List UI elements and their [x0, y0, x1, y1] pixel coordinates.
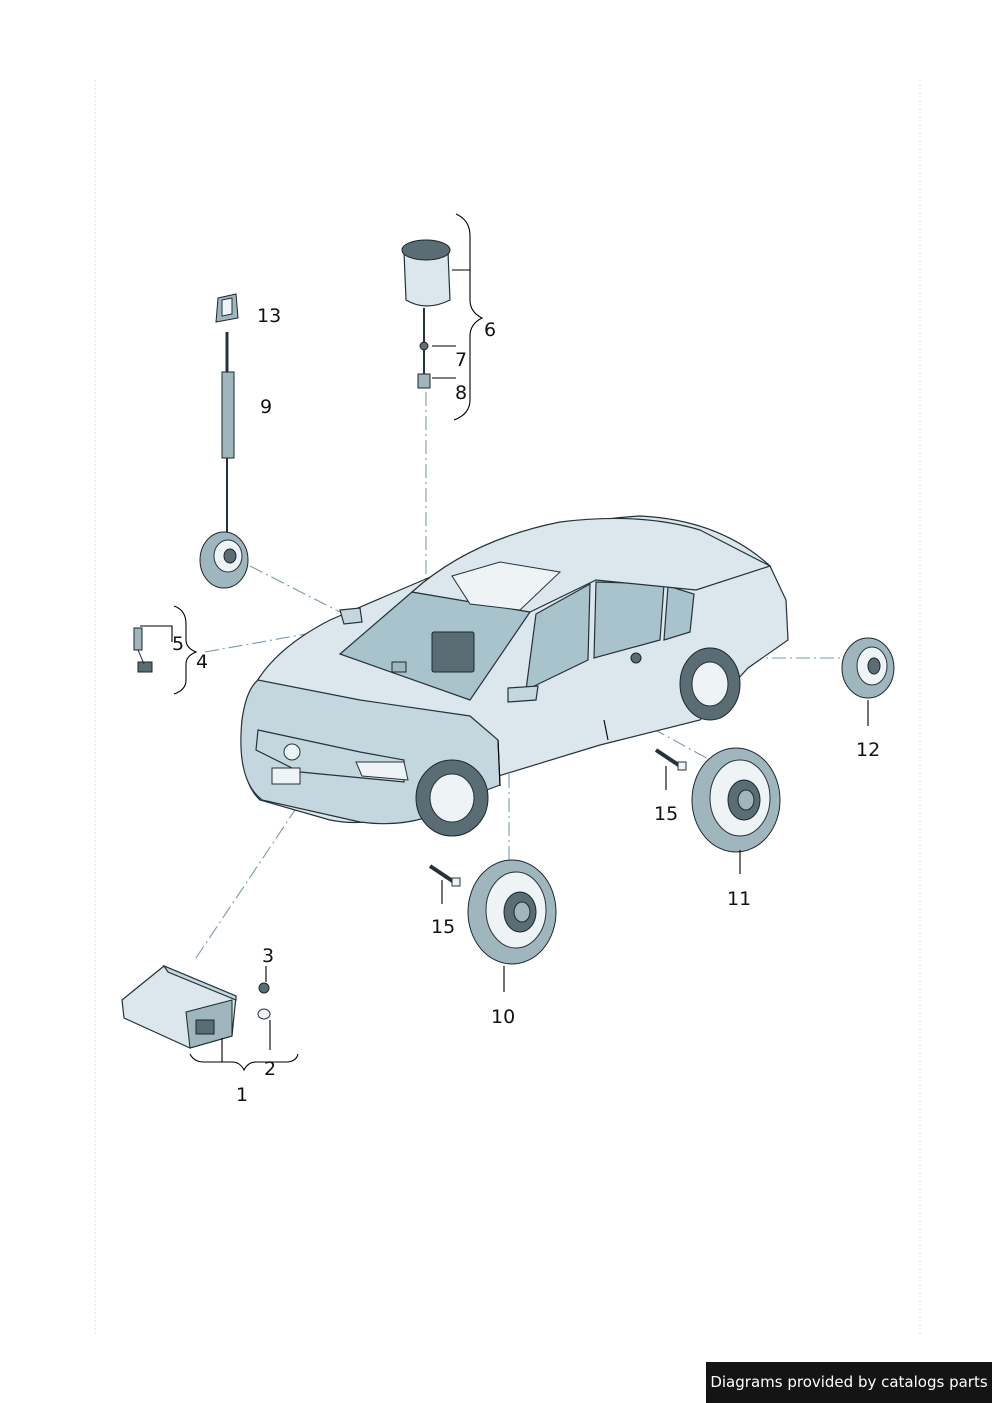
- callout-12: 12: [856, 739, 880, 761]
- part-6-cylinder: [401, 239, 451, 389]
- callout-leaders: [140, 213, 869, 1072]
- callout-9: 9: [260, 396, 272, 418]
- part-11-speaker: [691, 747, 781, 853]
- callout-4: 4: [196, 651, 208, 673]
- part-9-antenna: [199, 332, 249, 589]
- callout-5: 5: [172, 633, 184, 655]
- callout-11: 11: [727, 888, 751, 910]
- callout-3: 3: [262, 945, 274, 967]
- callout-2: 2: [264, 1058, 276, 1080]
- callout-6: 6: [484, 319, 496, 341]
- part-13-clip: [215, 293, 239, 323]
- callout-8: 8: [455, 382, 467, 404]
- car-illustration: [240, 515, 789, 837]
- part-10-speaker: [467, 859, 557, 965]
- callout-10: 10: [491, 1006, 515, 1028]
- callout-15-upper: 15: [654, 803, 678, 825]
- callout-7: 7: [455, 349, 467, 371]
- part-5-connector: [133, 627, 153, 673]
- callout-13: 13: [257, 305, 281, 327]
- part-15-screws: [428, 748, 687, 887]
- part-12-speaker: [841, 637, 895, 699]
- callout-1: 1: [236, 1084, 248, 1106]
- callout-15-lower: 15: [431, 916, 455, 938]
- callout-labels: 13 9 6 7 8 5 4 12 15 11 15 10 3 2 1: [172, 305, 880, 1106]
- credit-banner: Diagrams provided by catalogs parts: [706, 1362, 992, 1403]
- part-1-control-unit: [121, 964, 271, 1049]
